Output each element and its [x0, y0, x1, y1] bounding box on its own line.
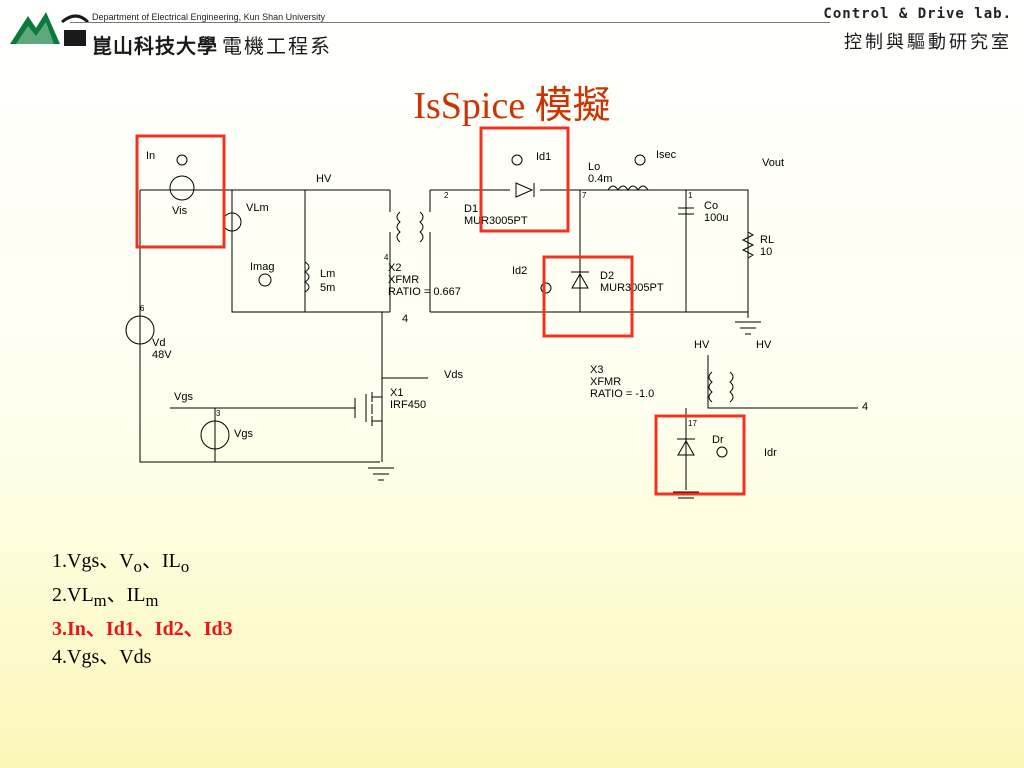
university-logo-icon — [10, 12, 90, 46]
probe-isec-icon — [634, 154, 646, 166]
label-vis: Vis — [172, 205, 188, 217]
label-isec: Isec — [656, 149, 677, 161]
transformer-x3-secondary-icon — [729, 371, 734, 403]
label-x2: X2 — [388, 262, 401, 274]
measurement-list: 1.Vgs、Vo、ILo 2.VLm、ILm 3.In、Id1、Id2、Id3 … — [52, 547, 233, 671]
label-lm-value: 5m — [320, 282, 335, 294]
slide-header: Department of Electrical Engineering, Ku… — [0, 0, 1024, 60]
label-x1-type: IRF450 — [390, 399, 426, 411]
highlight-id1 — [479, 126, 570, 233]
label-lo: Lo — [588, 161, 600, 173]
label-hv-secondary: HV — [756, 339, 772, 351]
node-6: 6 — [140, 304, 145, 313]
label-lo-value: 0.4m — [588, 173, 612, 185]
label-vd: Vd — [152, 337, 165, 349]
label-lm: Lm — [320, 268, 335, 280]
label-id2: Id2 — [512, 265, 527, 277]
label-x2-type: XFMR — [388, 274, 419, 286]
node-4-x3: 4 — [862, 401, 868, 413]
ground-symbols — [368, 321, 761, 499]
probe-idr-icon — [716, 446, 728, 458]
label-x2-ratio: RATIO = 0.667 — [388, 286, 461, 298]
lab-name-en: Control & Drive lab. — [823, 6, 1012, 22]
label-x3-ratio: RATIO = -1.0 — [590, 388, 654, 400]
university-name: 崑山科技大學 — [92, 34, 218, 58]
label-in: In — [146, 150, 155, 162]
probe-id1-icon — [511, 154, 523, 166]
label-co: Co — [704, 200, 718, 212]
label-d1-type: MUR3005PT — [464, 215, 528, 227]
circuit-wires — [139, 189, 858, 490]
slide-title: IsSpice 模擬 — [413, 85, 611, 127]
transformer-x2-secondary-icon — [419, 211, 424, 243]
label-dr: Dr — [712, 434, 724, 446]
label-vgs-source: Vgs — [234, 428, 253, 440]
diode-d1-icon — [515, 182, 535, 198]
label-d1: D1 — [464, 203, 478, 215]
highlight-id2 — [542, 255, 634, 338]
node-2: 2 — [444, 191, 449, 200]
diode-d2-icon — [571, 271, 589, 289]
current-probe-imag-icon — [258, 273, 272, 287]
label-vout: Vout — [762, 157, 784, 169]
probe-id2-icon — [540, 282, 552, 294]
label-vd-value: 48V — [152, 349, 172, 361]
label-id1: Id1 — [536, 151, 551, 163]
label-x3-type: XFMR — [590, 376, 621, 388]
node-1: 1 — [688, 191, 693, 200]
capacitor-co-icon — [678, 207, 694, 215]
label-vgs-input: Vgs — [174, 391, 193, 403]
lab-name-cn: 控制與驅動研究室 — [844, 32, 1012, 53]
label-co-value: 100u — [704, 212, 728, 224]
department-cn: 電機工程系 — [222, 34, 332, 58]
inductor-lo-icon — [607, 185, 649, 191]
department-en: Department of Electrical Engineering, Ku… — [92, 12, 326, 22]
label-idr: Idr — [764, 447, 777, 459]
label-x3: X3 — [590, 364, 603, 376]
header-rule — [70, 22, 830, 23]
transformer-x3-primary-icon — [708, 371, 713, 403]
inductor-lm-icon — [304, 261, 310, 293]
list-item-highlighted: 3.In、Id1、Id2、Id3 — [52, 618, 233, 640]
diode-dr-icon — [677, 438, 695, 456]
circuit-diagram: In Vis VLm Imag Lm 5m Vd 48V 6 HV Vgs Vg… — [125, 126, 868, 499]
label-hv-primary: HV — [694, 339, 710, 351]
label-vds: Vds — [444, 369, 463, 381]
list-item: 1.Vgs、Vo、ILo — [52, 550, 190, 576]
node-17: 17 — [688, 419, 697, 428]
highlight-idr — [654, 414, 746, 496]
label-x1: X1 — [390, 387, 403, 399]
node-7: 7 — [582, 191, 587, 200]
current-probe-in-icon — [169, 175, 195, 201]
highlight-in — [135, 134, 226, 249]
transformer-x2-primary-icon — [396, 211, 401, 243]
voltage-source-vd-icon — [125, 315, 155, 345]
mosfet-x1-icon — [365, 378, 383, 462]
highlight-boxes — [135, 126, 746, 496]
label-rl: RL — [760, 234, 774, 246]
label-imag: Imag — [250, 261, 274, 273]
list-item: 4.Vgs、Vds — [52, 646, 152, 668]
voltage-source-vgs-icon — [200, 420, 230, 450]
node-3: 3 — [216, 409, 221, 418]
list-item: 2.VLm、ILm — [52, 584, 159, 610]
label-d2: D2 — [600, 270, 614, 282]
probe-icon — [176, 154, 188, 166]
label-rl-value: 10 — [760, 246, 772, 258]
node-4-flag: 4 — [402, 313, 408, 325]
node-4: 4 — [384, 253, 389, 262]
resistor-rl-icon — [741, 231, 755, 259]
label-hv: HV — [316, 173, 332, 185]
label-vlm: VLm — [246, 202, 269, 214]
